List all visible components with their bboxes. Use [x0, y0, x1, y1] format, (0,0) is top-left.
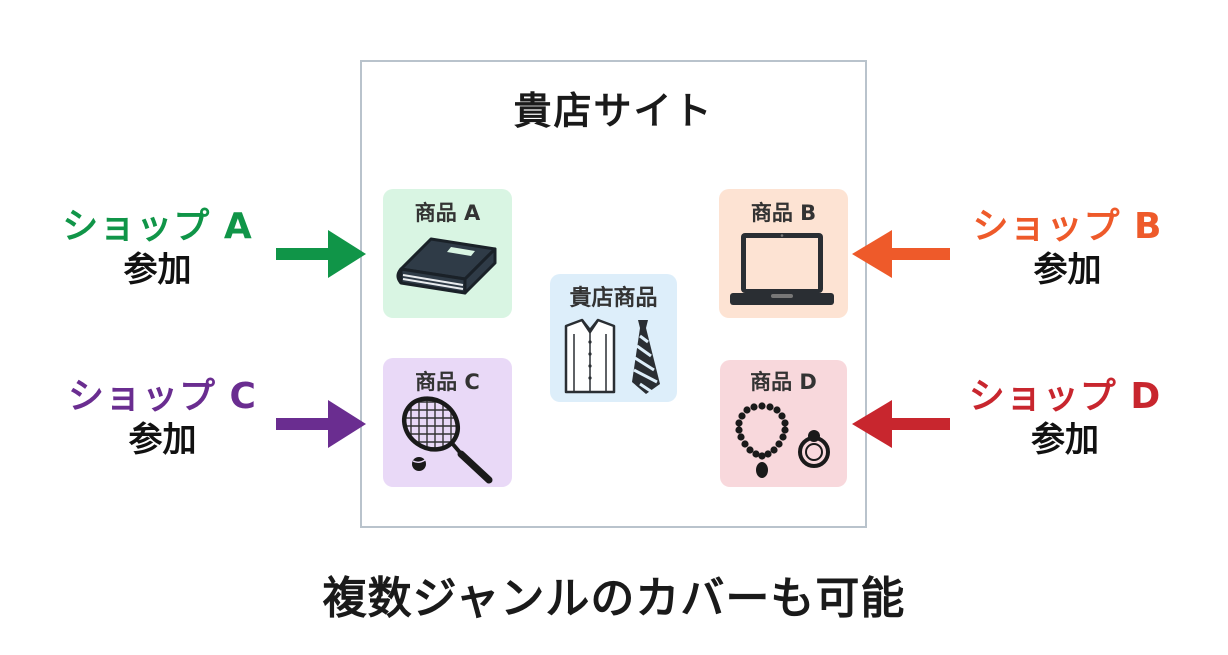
product-d-tile: 商品 D [720, 360, 847, 487]
product-b-label: 商品 B [750, 201, 817, 225]
store-product-tile: 貴店商品 [550, 274, 677, 402]
caption: 複数ジャンルのカバーも可能 [322, 573, 906, 624]
shirt-tie-icon [564, 318, 660, 394]
shop-b-name: ショップ B [972, 206, 1163, 247]
shop-b-join-label: 参加 [1033, 250, 1102, 290]
arrow-right-icon [276, 230, 366, 278]
product-c-label: 商品 C [415, 370, 480, 394]
product-d-label: 商品 D [750, 370, 817, 394]
arrow-left-icon [852, 400, 950, 448]
jewelry-icon [735, 402, 830, 478]
arrow-left-icon [852, 230, 950, 278]
shop-a-join-label: 参加 [123, 250, 192, 290]
shop-c: ショップ C 参加 [45, 376, 280, 462]
laptop-icon [730, 233, 834, 305]
arrow-right-icon [276, 400, 366, 448]
product-b-tile: 商品 B [719, 189, 848, 318]
book-icon [396, 237, 497, 295]
site-title: 貴店サイト [513, 89, 714, 133]
product-a-tile: 商品 A [383, 189, 512, 318]
shop-d: ショップ D 参加 [950, 376, 1180, 462]
shop-d-join-label: 参加 [1031, 420, 1099, 460]
shop-a: ショップ A 参加 [40, 206, 275, 292]
shop-a-name: ショップ A [62, 206, 253, 247]
shop-d-name: ショップ D [968, 376, 1162, 417]
shop-c-join-label: 参加 [128, 420, 197, 460]
shop-c-name: ショップ C [68, 376, 257, 417]
shop-b: ショップ B 参加 [955, 206, 1180, 292]
store-product-label: 貴店商品 [569, 286, 658, 311]
product-a-label: 商品 A [414, 201, 481, 225]
product-c-tile: 商品 C [383, 358, 512, 487]
tennis-racket-icon [394, 394, 493, 484]
